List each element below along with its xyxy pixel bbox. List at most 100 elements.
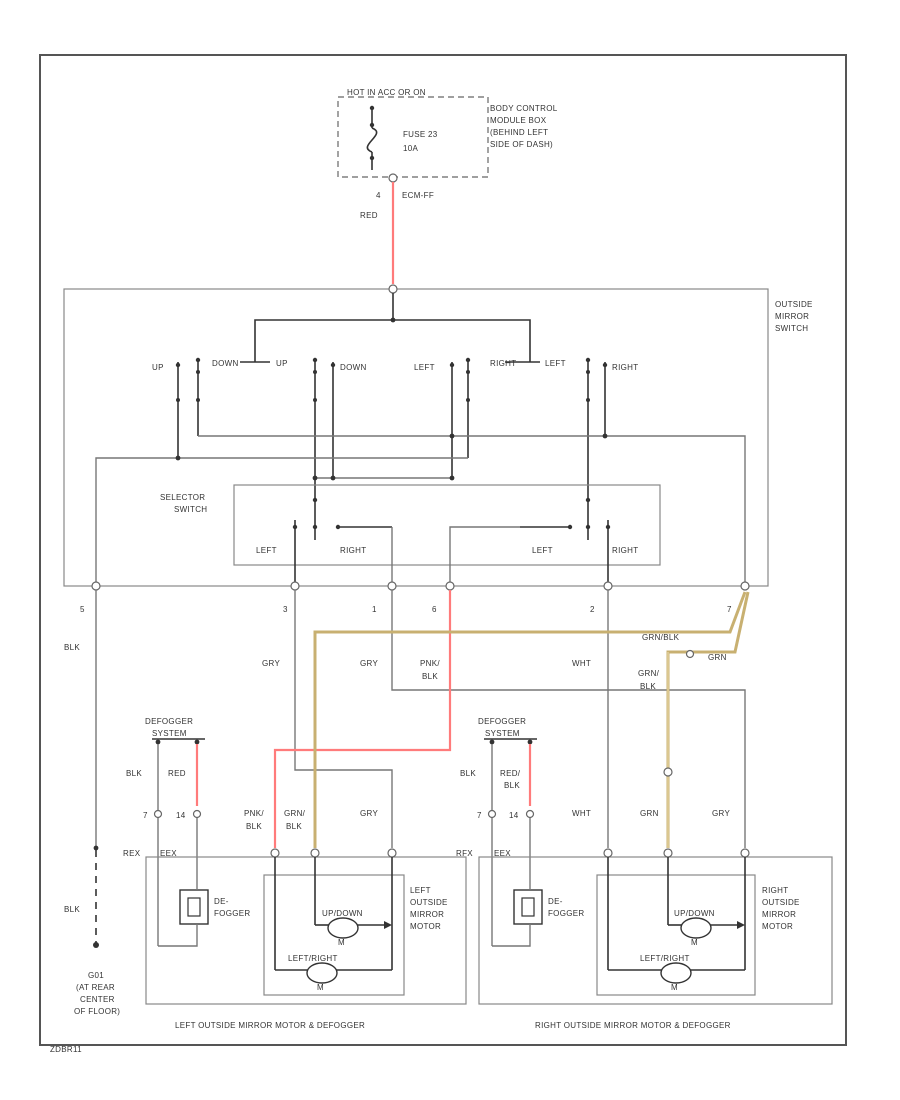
selector-line1: SELECTOR [160,493,205,502]
left-blk-label: BLK [126,769,142,778]
left-conn-b: EEX [160,849,177,858]
contact-label-1: UP [152,363,164,372]
left-mirror-assembly-box [145,856,467,1005]
left-defogger-element [179,889,209,925]
right-caption: RIGHT OUTSIDE MIRROR MOTOR & DEFOGGER [535,1021,731,1030]
pin-connector-3 [290,581,300,591]
gry-label-2: GRY [360,659,378,668]
right-motor-line4: MOTOR [762,922,793,931]
left-defogger-element-line2: FOGGER [214,909,250,918]
selector-switch-contacts [292,497,611,585]
grn-blk-wire [313,591,747,848]
fuse-rating: 10A [403,144,418,153]
fuse-connector [388,173,398,183]
fuse-symbol [366,127,378,153]
diagram-frame [39,54,847,1046]
switch-name-line3: SWITCH [775,324,808,333]
right-conn-a: RFX [456,849,473,858]
right-defog-pin-b: 14 [509,811,519,820]
contact-label-8: RIGHT [612,363,638,372]
grn-label-1: GRN/ [638,669,660,678]
left-leftright-label: LEFT/RIGHT [288,954,338,963]
right-defogger-element-line2: FOGGER [548,909,584,918]
pin-connector-6 [445,581,455,591]
right-red-label-2: BLK [504,781,520,790]
pin-connector-5 [91,581,101,591]
right-updown-label: UP/DOWN [674,909,715,918]
gry-wire-right [391,590,746,848]
module-line1: BODY CONTROL [490,104,558,113]
pin-2: 2 [590,605,595,614]
outside-mirror-switch-box [63,288,769,587]
selector-right-1: RIGHT [340,546,366,555]
rm-gry-label: GRY [712,809,730,818]
selector-left-2: LEFT [532,546,553,555]
right-mirror-motor-internals: M M [607,857,746,992]
gry-wire-left [294,590,393,848]
rm-wht-label: WHT [572,809,591,818]
ground-line3: CENTER [80,995,115,1004]
pin-6: 6 [432,605,437,614]
right-defogger-line1: DEFOGGER [478,717,526,726]
left-motor-line3: MIRROR [410,910,444,919]
grn-blk-route-label: GRN/BLK [642,633,680,642]
switch-input-connector [388,284,398,294]
right-defogger-element-line1: DE- [548,897,563,906]
ground-line2: (AT REAR [76,983,115,992]
left-updown-label: UP/DOWN [322,909,363,918]
lm-grn-label-1: GRN/ [284,809,306,818]
rm-grn-label: GRN [640,809,659,818]
left-red-label: RED [168,769,186,778]
right-conn-b: EEX [494,849,511,858]
switch-name-line1: OUTSIDE [775,300,813,309]
pin-7: 7 [727,605,732,614]
contact-label-6: RIGHT [490,359,516,368]
fuse-conn-code: ECM-FF [402,191,434,200]
blk-wire-label: BLK [64,643,80,652]
grn-inline-connector [663,767,673,777]
right-leftright-m: M [671,983,678,992]
fuse-pin: 4 [376,191,381,200]
right-blk-label: BLK [460,769,476,778]
pnk-blk-wire [273,590,452,848]
lm-grn-label-2: BLK [286,822,302,831]
ground-blk-label: BLK [64,905,80,914]
left-mirror-motor-box [263,874,405,996]
left-defog-pin-b: 14 [176,811,186,820]
grn-splice [685,649,695,659]
left-motor-line2: OUTSIDE [410,898,448,907]
lm-pnk-label-2: BLK [246,822,262,831]
left-motor-line1: LEFT [410,886,431,895]
selector-switch-box [233,484,661,566]
left-updown-motor [327,917,359,939]
right-mirror-assembly-box [478,856,833,1005]
grn-label-2: BLK [640,682,656,691]
pnk-label-2: BLK [422,672,438,681]
left-defogger-line1: DEFOGGER [145,717,193,726]
pin-connector-7 [740,581,750,591]
fuse-box: HOT IN ACC OR ON FUSE 23 10A BODY CONTRO… [337,88,558,200]
right-updown-m: M [691,938,698,947]
right-motor-line3: MIRROR [762,910,796,919]
red-feed-label: RED [360,211,378,220]
selector-line2: SWITCH [174,505,207,514]
switch-name-line2: MIRROR [775,312,809,321]
pin-3: 3 [283,605,288,614]
left-defogger-element-line1: DE- [214,897,229,906]
left-updown-m: M [338,938,345,947]
contact-label-7: LEFT [545,359,566,368]
left-mirror-motor-internals: M M [274,857,393,992]
pin-1: 1 [372,605,377,614]
right-motor-line1: RIGHT [762,886,788,895]
left-motor-line4: MOTOR [410,922,441,931]
right-defogger-line2: SYSTEM [485,729,520,738]
module-line4: SIDE OF DASH) [490,140,553,149]
left-conn-a: REX [123,849,141,858]
contact-label-4: DOWN [340,363,367,372]
contact-label-2: DOWN [212,359,239,368]
gry-label-1: GRY [262,659,280,668]
right-motor-line2: OUTSIDE [762,898,800,907]
lm-pnk-label-1: PNK/ [244,809,264,818]
pin-connector-1 [387,581,397,591]
